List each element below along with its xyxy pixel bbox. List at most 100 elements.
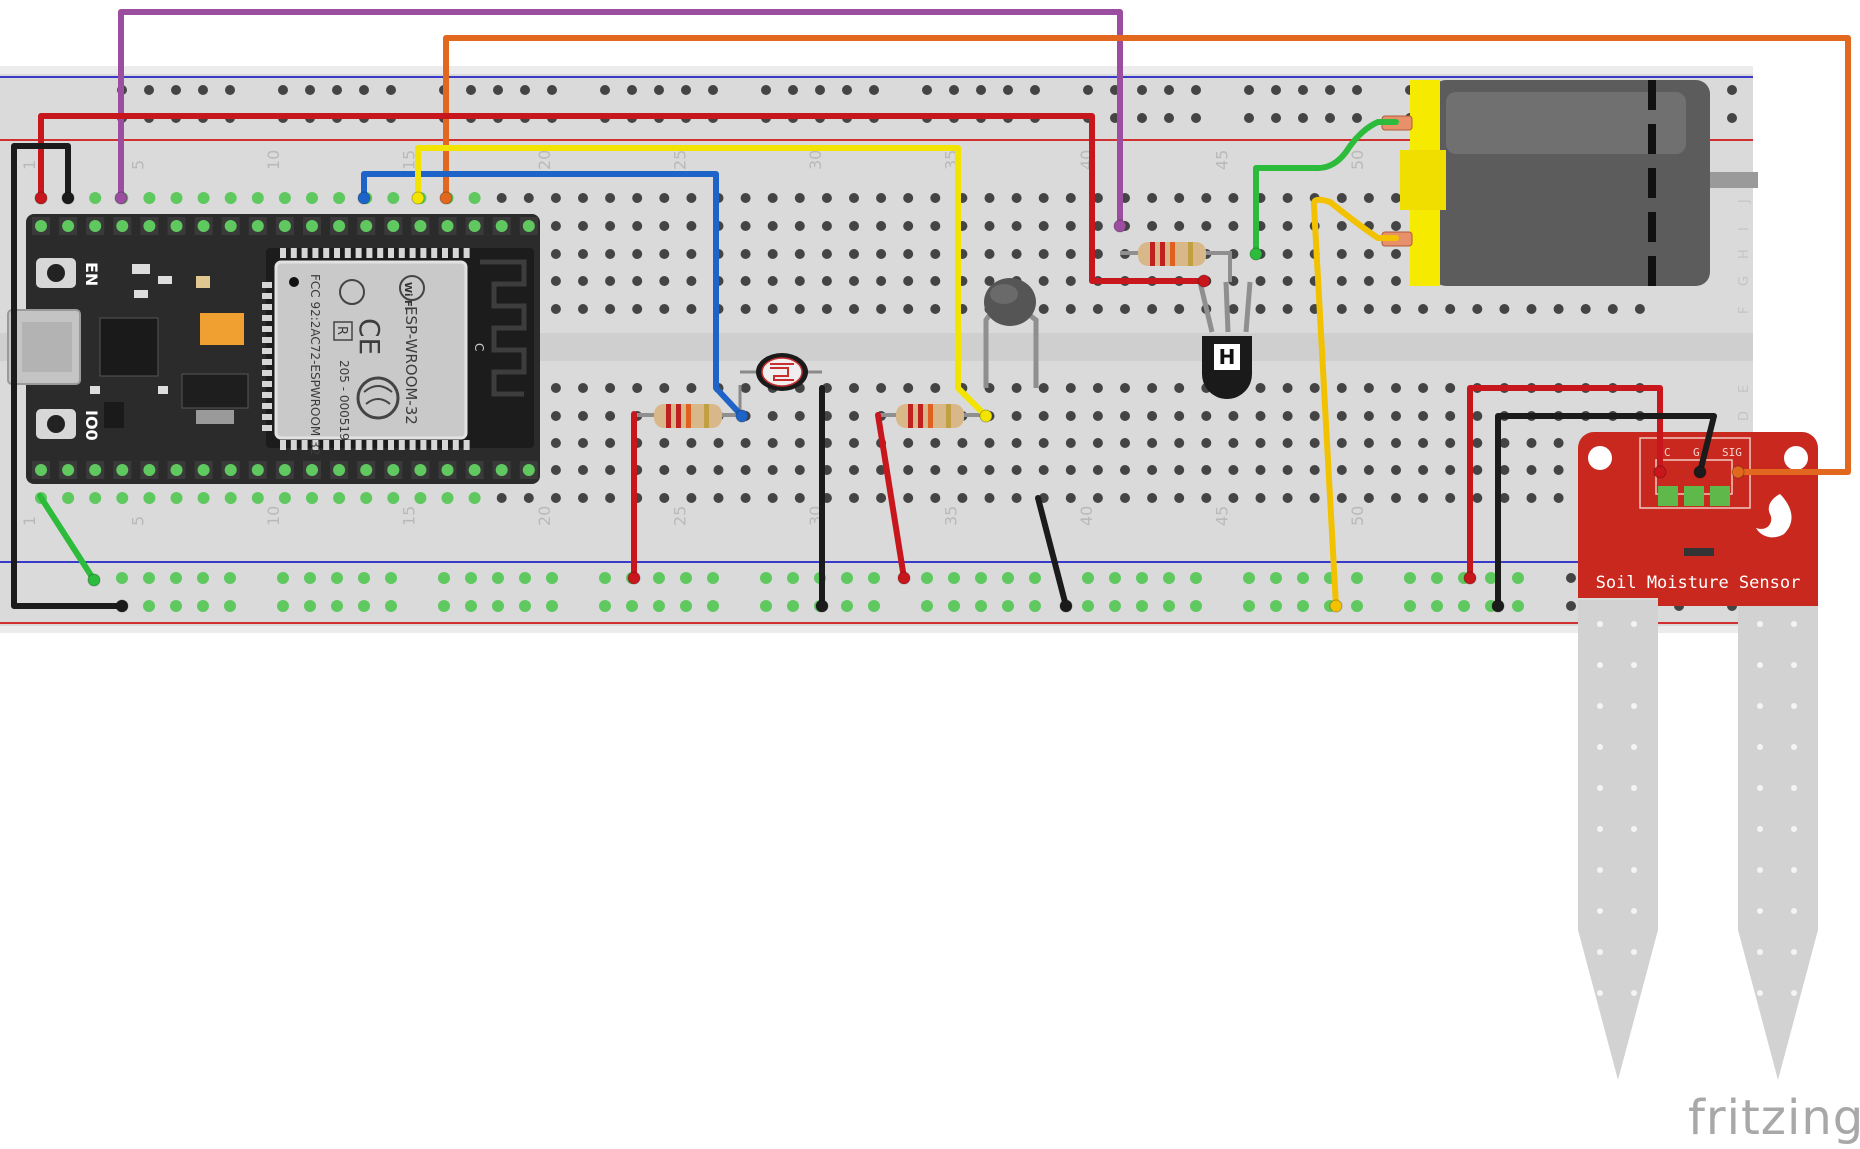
band [928,404,933,428]
breadboard-hole [170,492,183,504]
rail-hole [1512,572,1524,584]
band [1160,242,1165,266]
breadboard-hole [1011,411,1022,421]
rail-hole [599,572,611,584]
module-pad [377,440,384,450]
breadboard-hole [468,492,481,504]
ldr-zigzag-icon [770,363,794,381]
probe-dot [1791,990,1797,996]
probe-dot [1631,785,1637,791]
breadboard-hole [984,221,995,231]
photoresistor [738,353,824,416]
breadboard-hole [578,276,588,286]
breadboard-hole [1092,438,1103,448]
breadboard-hole [1391,411,1401,421]
rail-hole [1243,572,1255,584]
rail-hole [465,600,477,612]
module-pad [355,248,362,258]
breadboard-hole [1065,383,1076,393]
wire-end [627,571,641,585]
breadboard-hole [1418,493,1429,503]
breadboard-hole [1011,493,1022,503]
breadboard-hole [903,276,914,286]
module-pad [323,440,330,450]
breadboard-hole [984,249,995,259]
module-pad [262,326,272,332]
breadboard-hole [116,492,129,504]
breadboard-hole [1553,304,1564,314]
micro-usb-inner [22,322,72,372]
breadboard-hole [1391,304,1401,314]
breadboard-hole [659,276,670,286]
breadboard-hole [523,193,534,203]
breadboard-hole [1120,411,1130,421]
breadboard-hole [1607,304,1618,314]
breadboard-hole [1418,304,1429,314]
rail-hole [332,85,342,95]
breadboard-hole [605,438,616,448]
rail-hole [1727,85,1737,95]
breadboard-hole [360,492,373,504]
breadboard-hole [1228,221,1239,231]
wire-blue [361,171,745,419]
breadboard-hole [1174,493,1185,503]
rail-hole [224,572,236,584]
sensor-pad-2 [1684,486,1704,506]
esp32-pin [414,464,427,476]
wire-end [979,409,993,423]
breadboard-hole [1038,411,1049,421]
rail-hole [1191,113,1201,123]
breadboard-hole [876,493,887,503]
breadboard-hole [821,193,832,203]
breadboard-hole [1526,465,1537,475]
rail-hole [386,85,396,95]
breadboard-hole [1065,276,1076,286]
probe-dot [1791,662,1797,668]
fcc-id: FCC 92:2AC72-ESPWROOM 32 [308,274,322,455]
breadboard-hole [1336,221,1347,231]
breadboard-hole [767,438,778,448]
esp32-pin [143,220,156,232]
breadboard-hole [876,193,887,203]
module-pad [463,248,470,258]
module-pad [409,248,416,258]
esp32-pin [170,220,183,232]
wire-end [1653,465,1667,479]
breadboard-hole [1038,383,1049,393]
breadboard-hole [767,276,778,286]
breadboard-hole [930,465,941,475]
wire-end [1197,274,1211,288]
rail-hole [760,572,772,584]
column-number: 35 [941,506,960,526]
breadboard-hole [767,221,778,231]
breadboard-hole [1336,465,1347,475]
breadboard-hole [930,304,941,314]
probe-dot [1597,785,1603,791]
cert-code: 205 - 000519 [337,360,351,441]
io0-label: IO0 [82,410,101,441]
column-number: 25 [670,150,689,170]
breadboard-hole [740,493,751,503]
breadboard-hole [1228,493,1239,503]
rail-hole [788,85,798,95]
rail-hole [1244,113,1254,123]
breadboard-hole [903,493,914,503]
breadboard-hole [1580,304,1591,314]
module-pad [442,440,448,450]
antenna-mark: C [472,343,486,351]
row-letter: I [1737,227,1752,231]
wire-end [357,191,371,205]
wifi-badge: Wi Fi [402,282,413,310]
probe-dot [1791,826,1797,832]
esp32-pin [441,464,454,476]
smd-component [196,276,210,288]
breadboard-hole [1120,304,1130,314]
esp32-pin [333,220,346,232]
breadboard-hole [821,249,832,259]
breadboard-hole [1336,304,1347,314]
breadboard-hole [578,411,588,421]
rail-hole [627,85,637,95]
esp32-pin [414,220,427,232]
esp32-pin [360,220,373,232]
